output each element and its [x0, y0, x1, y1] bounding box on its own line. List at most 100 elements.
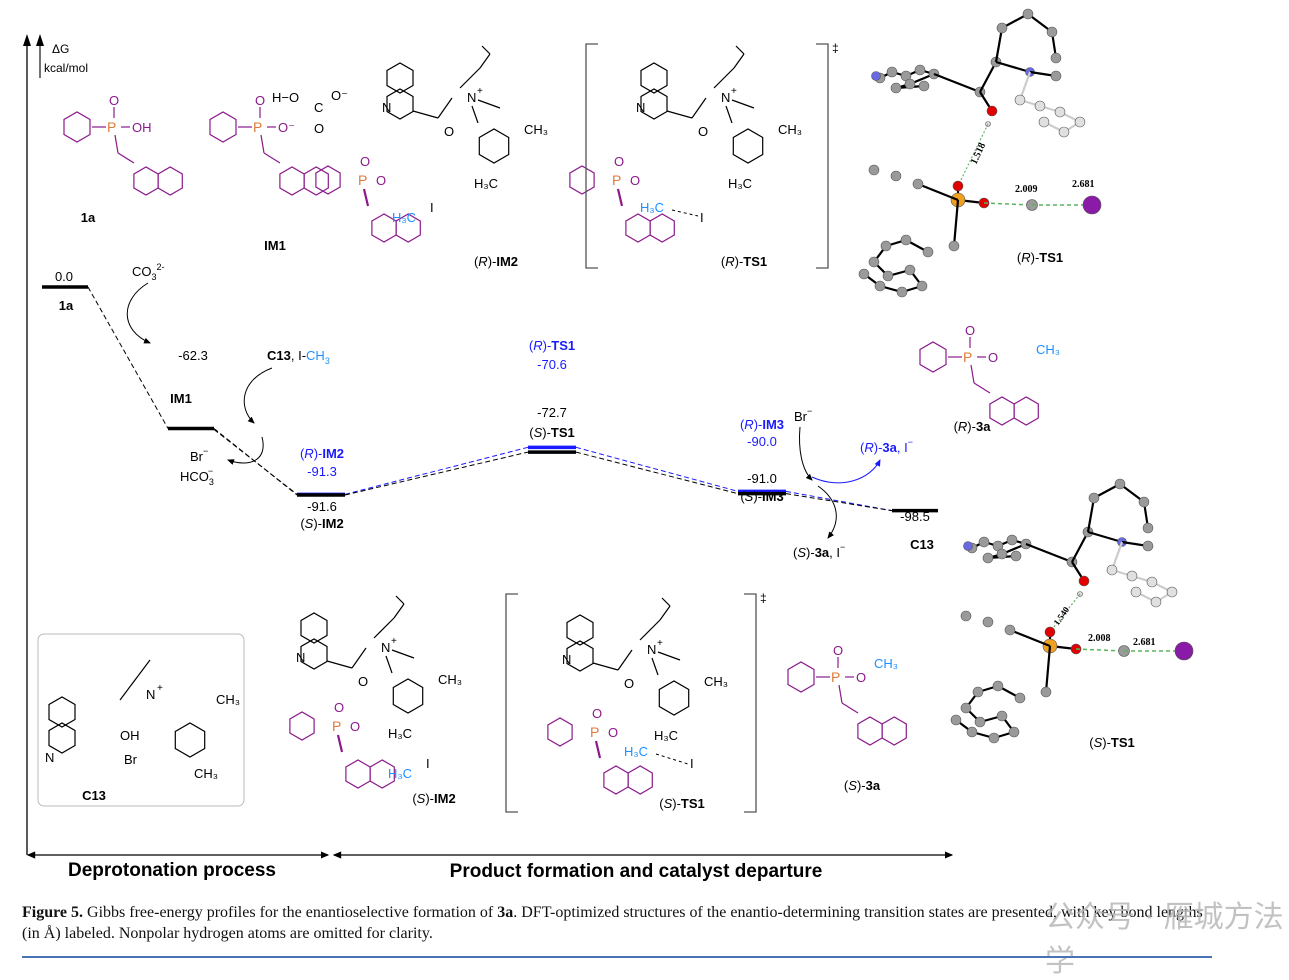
c13-Br: Br — [124, 752, 138, 767]
model-S-TS1-hbond — [1049, 593, 1081, 633]
catalyst-S-TS1-atom-N: N — [647, 642, 656, 657]
label-R-IM2-name: (R)-IM2 — [300, 446, 344, 461]
phosphinate-S-IM2-naph-ring1 — [345, 759, 371, 789]
model-S-TS1-quinuc-1 — [1114, 478, 1126, 490]
product-formation-label: Product formation and catalyst departure — [450, 861, 823, 882]
structure-S-3a-bond-ch2-naph — [841, 702, 859, 714]
catalyst-R-IM2-bond-bridge — [459, 67, 481, 89]
profile-connectors — [87, 286, 893, 512]
model-S-TS1-quinuc-4 — [1142, 540, 1154, 552]
structure-R-3a-phenyl-ring — [919, 341, 947, 373]
phosphinate-R-TS1-O1: O — [614, 154, 624, 169]
struct-C13-label: C13 — [82, 788, 106, 803]
model-S-TS1-naph-2 — [972, 686, 984, 698]
model-S-TS1-c8-bond — [1071, 531, 1089, 563]
phosphinate-R-IM2-O1: O — [360, 154, 370, 169]
label-R-TS1-name: (R)-TS1 — [529, 338, 575, 353]
c13-box — [37, 633, 245, 807]
model-S-TS1-O1 — [1044, 626, 1056, 638]
connector-S-S-IM3-C13 — [785, 493, 893, 512]
model-R-TS1-naph-9 — [858, 268, 870, 280]
structure-1a-naphthyl-ring2 — [157, 166, 183, 196]
model-S-TS1-O-H — [1078, 575, 1090, 587]
model-S-TS1-aryl-3 — [1166, 586, 1178, 598]
model-S-TS1-quinuc-0 — [1088, 492, 1100, 504]
figure-number: Figure 5. — [22, 904, 84, 921]
phosphinate-R-TS1-ch2 — [616, 188, 624, 207]
r3a-out-label: (R)-3a, I− — [860, 437, 913, 455]
phosphinate-S-TS1-O2: O — [608, 725, 618, 740]
model-S-TS1-quin-atom-5 — [996, 548, 1008, 560]
im1-bicarbonate-c: C — [314, 100, 323, 115]
catalyst-R-IM2-atom-N: N — [467, 90, 476, 105]
model-R-TS1-c-bond1 — [994, 27, 1004, 63]
label-R-TS1-value: -70.6 — [537, 357, 567, 372]
model-S-TS1-naph-7 — [988, 732, 1000, 744]
catalyst-C13 — [48, 696, 206, 758]
label-S-TS1-name: (S)-TS1 — [529, 425, 575, 440]
catalyst-R-IM2-bond-c9 — [412, 110, 439, 119]
model-S-TS1-naph-1 — [992, 680, 1004, 692]
structure-S-3a-naphthyl-ring2 — [881, 716, 907, 746]
catalyst-R-IM2 — [386, 62, 510, 164]
axis-symbol: ΔG — [52, 42, 69, 56]
label-1a-name: 1a — [59, 298, 74, 313]
br-in-label: Br− — [794, 406, 812, 424]
co3-label: CO32- — [132, 262, 165, 282]
structure-R-3a-atom-right: O — [988, 350, 998, 365]
ts-brackets: ‡ ‡ — [505, 41, 839, 813]
im1-bicarbonate-ominus: O⁻ — [331, 88, 348, 103]
catalyst-S-TS1-atom-O: O — [624, 676, 634, 691]
model-S-TS1-naph-6 — [1008, 726, 1020, 738]
catalyst-R-IM2-ch3-b: H₃C — [474, 176, 498, 191]
phosphinate-S-TS1-P: P — [590, 724, 599, 740]
y-axis: ΔG kcal/mol — [23, 34, 88, 855]
model-S-TS1-naph-0 — [1014, 692, 1026, 704]
struct-1a-label: 1a — [81, 210, 96, 225]
model-R-TS1-naph-7 — [896, 286, 908, 298]
phosphinate-S-TS1-naph-ring1 — [603, 765, 629, 795]
model-R-TS1-quinuc-4 — [1050, 70, 1062, 82]
phosphinate-S-TS1 — [547, 717, 573, 747]
structure-R-3a-atom-O: O — [965, 323, 975, 338]
model-S-TS1-ph-0 — [1004, 624, 1016, 636]
label-R-IM3-name: (R)-IM3 — [740, 417, 784, 432]
phosphinate-R-TS1-naph — [625, 213, 675, 243]
catalyst-R-IM2-bond-vinyl2 — [481, 45, 491, 55]
structure-IM1-phenyl-ring — [209, 111, 237, 143]
phosphinate-S-TS1-ch2 — [594, 740, 602, 759]
structure-R-3a-naphthyl-ring1 — [989, 396, 1015, 426]
catalyst-R-TS1-N-plus: + — [731, 86, 737, 97]
catalyst-S-TS1-bond-bridge — [639, 619, 661, 641]
phosphinate-S-IM2-ch2 — [336, 734, 344, 753]
phosphinate-R-TS1 — [569, 165, 595, 195]
catalyst-S-IM2-bond-ring — [391, 649, 415, 659]
model-R-TS1-naph-5 — [904, 264, 916, 276]
structure-1a-bond-ch2 — [114, 134, 119, 154]
struct-S-IM2-label: (S)-IM2 — [412, 791, 455, 806]
catalyst-S-IM2-quin-ring1 — [300, 612, 328, 644]
structure-S-3a-atom-right: O — [856, 670, 866, 685]
structure-IM1-atom-P: P — [253, 119, 262, 135]
label-R-IM3-value: -90.0 — [747, 434, 777, 449]
catalyst-R-IM2-bond-vinyl1 — [479, 53, 491, 69]
mei-S-IM2-ch3: H₃C — [388, 766, 412, 781]
catalyst-S-IM2-bond-vinyl2 — [395, 595, 405, 605]
model-S-TS1-naph-5 — [996, 710, 1008, 722]
model-R-TS1-hbond — [957, 123, 989, 187]
catalyst-S-IM2-atom-O: O — [358, 674, 368, 689]
rts1-bond-ci: 2.681 — [1072, 179, 1095, 190]
model-R-TS1-naph-4 — [882, 270, 894, 282]
structure-labels: 1a IM1 (R)-IM2 (R)-TS1 (R)-3a C13 (S)-IM… — [81, 210, 991, 811]
model-R-TS1-aryl-3 — [1074, 116, 1086, 128]
mei-S-TS1-dash — [655, 753, 689, 765]
im1-bicarbonate-o: O — [314, 121, 324, 136]
model-R-TS1-quinuc-2 — [1046, 26, 1058, 38]
catalyst-R-TS1-bond-vinyl1 — [733, 53, 745, 69]
phosphinate-S-IM2-O2: O — [350, 719, 360, 734]
phosphinate-R-IM2-naph-ring2 — [395, 213, 421, 243]
model-R-TS1-quin-atom-3 — [914, 64, 926, 76]
catalyst-S-IM2-ch3-a: CH₃ — [438, 672, 462, 687]
level-labels: 0.0 1a -62.3 IM1 (R)-IM2 -91.3 -91.6 (S)… — [55, 269, 934, 552]
